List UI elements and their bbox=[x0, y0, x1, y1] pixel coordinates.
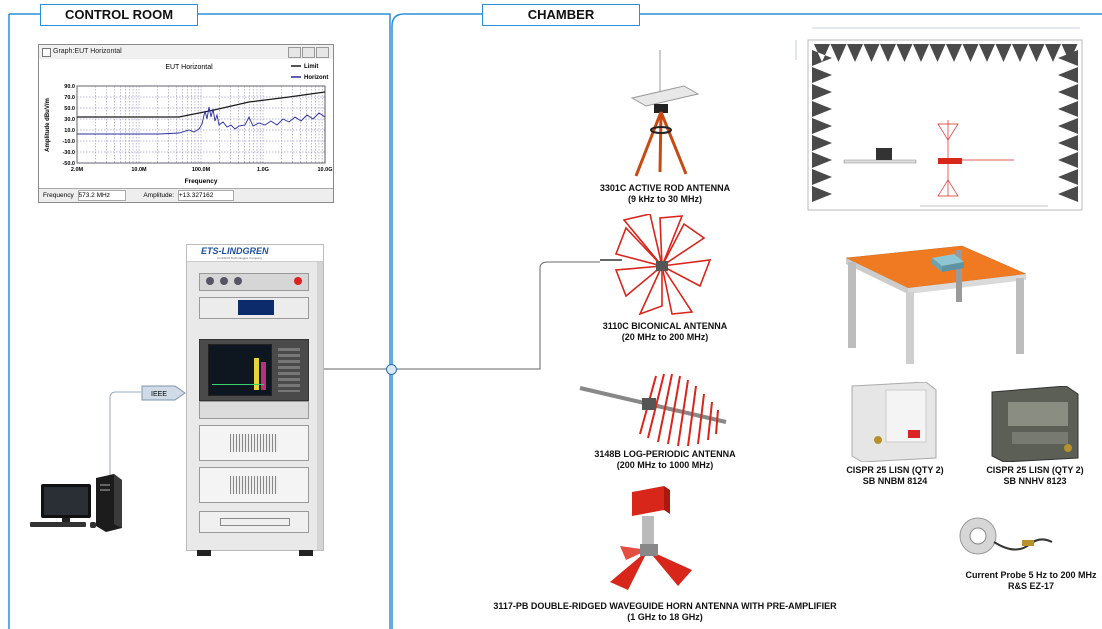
current-probe bbox=[959, 517, 1053, 555]
interface-panel bbox=[199, 401, 309, 419]
y-tick-label: 50.0 bbox=[64, 106, 75, 112]
frequency-value: 573.2 MHz bbox=[77, 189, 126, 201]
log-periodic-antenna bbox=[579, 373, 727, 447]
switch-panel bbox=[199, 273, 309, 291]
brand-tagline: An ESCO Technologies Company bbox=[217, 256, 262, 260]
maximize-button[interactable] bbox=[302, 47, 315, 58]
amplifier-2 bbox=[199, 467, 309, 503]
x-tick-label: 10.0M bbox=[131, 167, 147, 173]
brand-logo: ETS-LINDGREN bbox=[201, 246, 269, 256]
ieee-label: IEEE bbox=[151, 391, 167, 398]
x-axis-label: Frequency bbox=[185, 178, 218, 185]
y-tick-label: -10.0 bbox=[62, 139, 75, 145]
blank-panel bbox=[199, 511, 309, 533]
x-tick-label: 2.0M bbox=[71, 167, 84, 173]
window-title: Graph:EUT Horizontal bbox=[53, 48, 122, 55]
x-tick-label: 1.0G bbox=[257, 167, 269, 173]
limit-line bbox=[77, 91, 326, 118]
rod-antenna-label: 3301C ACTIVE ROD ANTENNA(9 kHz to 30 MHz… bbox=[599, 183, 731, 204]
horn-antenna-label: 3117-PB DOUBLE-RIDGED WAVEGUIDE HORN ANT… bbox=[493, 601, 837, 622]
chamber-drawing bbox=[795, 27, 1083, 211]
plot-title: EUT Horizontal bbox=[165, 64, 213, 71]
window-titlebar[interactable]: Graph:EUT Horizontal bbox=[39, 45, 333, 59]
y-tick-label: 10.0 bbox=[64, 128, 75, 134]
feedthrough-connector bbox=[386, 364, 397, 375]
horn-antenna bbox=[610, 486, 692, 590]
y-tick-label: -30.0 bbox=[62, 150, 75, 156]
amplitude-value: +13.327162 bbox=[177, 189, 234, 201]
test-table bbox=[845, 245, 1027, 364]
rack-foot-right bbox=[299, 550, 313, 556]
log-periodic-antenna-label: 3148B LOG-PERIODIC ANTENNA(200 MHz to 10… bbox=[594, 449, 736, 470]
measurement-trace bbox=[77, 106, 326, 135]
emcenter-panel bbox=[199, 297, 309, 319]
minimize-button[interactable] bbox=[288, 47, 301, 58]
biconical-antenna-label: 3110C BICONICAL ANTENNA(20 MHz to 200 MH… bbox=[602, 321, 728, 342]
y-tick-label: -50.0 bbox=[62, 161, 75, 167]
graph-icon bbox=[42, 48, 51, 57]
active-rod-antenna bbox=[630, 50, 700, 177]
ieee-connection: IEEE bbox=[141, 385, 186, 401]
x-tick-label: 10.0G bbox=[318, 167, 333, 173]
y-axis-label: Amplitude dBuV/m bbox=[45, 98, 51, 152]
receiver-instrument bbox=[199, 339, 309, 401]
frequency-label: Frequency bbox=[43, 192, 74, 199]
y-tick-label: 70.0 bbox=[64, 95, 75, 101]
biconical-antenna bbox=[600, 214, 712, 316]
test-rack: ETS-LINDGREN An ESCO Technologies Compan… bbox=[186, 244, 324, 556]
legend-limit: Limit bbox=[304, 64, 318, 70]
rack-foot-left bbox=[197, 550, 211, 556]
x-tick-label: 100.0M bbox=[192, 167, 211, 173]
emissions-software-window[interactable]: Graph:EUT Horizontal EUT Horizontal Limi… bbox=[38, 44, 334, 203]
lisn-nnhv-device bbox=[991, 386, 1079, 462]
y-tick-label: 30.0 bbox=[64, 117, 75, 123]
close-button[interactable] bbox=[316, 47, 329, 58]
status-bar: Frequency 573.2 MHz Amplitude: +13.32716… bbox=[39, 188, 333, 202]
lisn-nnhv-label: CISPR 25 LISN (QTY 2)SB NNHV 8123 bbox=[986, 465, 1084, 486]
emission-plot: EUT Horizontal Limit Horizont 90.0 70.0 50… bbox=[39, 59, 333, 189]
lisn-nnbm-label: CISPR 25 LISN (QTY 2)SB NNBM 8124 bbox=[846, 465, 944, 486]
workstation-computer bbox=[30, 474, 122, 532]
legend-horizontal: Horizont bbox=[304, 75, 328, 81]
control-room-title: CONTROL ROOM bbox=[40, 4, 198, 26]
y-tick-label: 90.0 bbox=[64, 84, 75, 90]
chamber-title: CHAMBER bbox=[482, 4, 640, 26]
amplifier-1 bbox=[199, 425, 309, 461]
amplitude-label: Amplitude bbox=[143, 192, 173, 199]
lisn-nnbm-device bbox=[851, 382, 937, 462]
